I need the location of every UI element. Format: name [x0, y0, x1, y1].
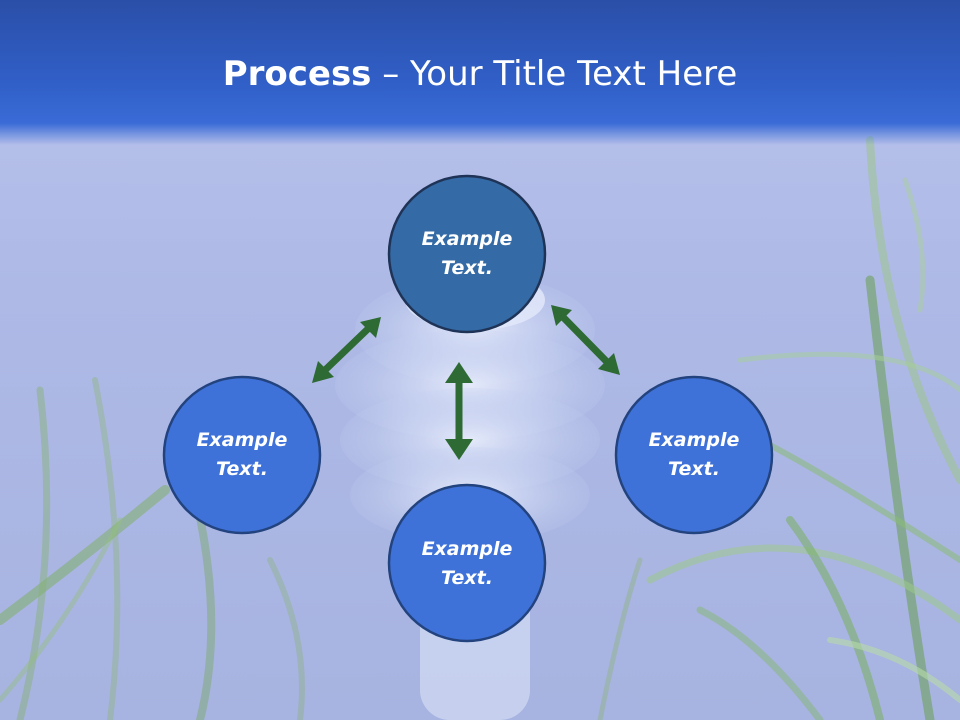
node-bottom-line2: Text.: [441, 567, 493, 589]
title-bold-part: Process: [222, 54, 372, 94]
title-bar: [0, 0, 960, 145]
node-top-line1: Example: [421, 228, 513, 250]
node-left-line1: Example: [196, 429, 288, 451]
title-rest-part: – Your Title Text Here: [371, 54, 738, 94]
double-arrow-top-right: [551, 305, 620, 375]
node-left-line2: Text.: [216, 458, 268, 480]
process-node-top: [387, 174, 547, 334]
node-top-label: Example Text.: [389, 225, 545, 283]
process-node-right: [614, 375, 774, 535]
double-arrow-vertical: [445, 362, 473, 460]
arrows: [312, 305, 620, 460]
node-top-line2: Text.: [441, 257, 493, 279]
node-right-line1: Example: [648, 429, 740, 451]
process-node-bottom: [387, 483, 547, 643]
node-bottom-line1: Example: [421, 538, 513, 560]
node-right-label: Example Text.: [616, 426, 772, 484]
node-left-label: Example Text.: [164, 426, 320, 484]
node-bottom-label: Example Text.: [389, 535, 545, 593]
double-arrow-top-left: [312, 317, 381, 383]
process-node-left: [162, 375, 322, 535]
node-right-line2: Text.: [668, 458, 720, 480]
slide-title: Process – Your Title Text Here: [0, 52, 960, 96]
